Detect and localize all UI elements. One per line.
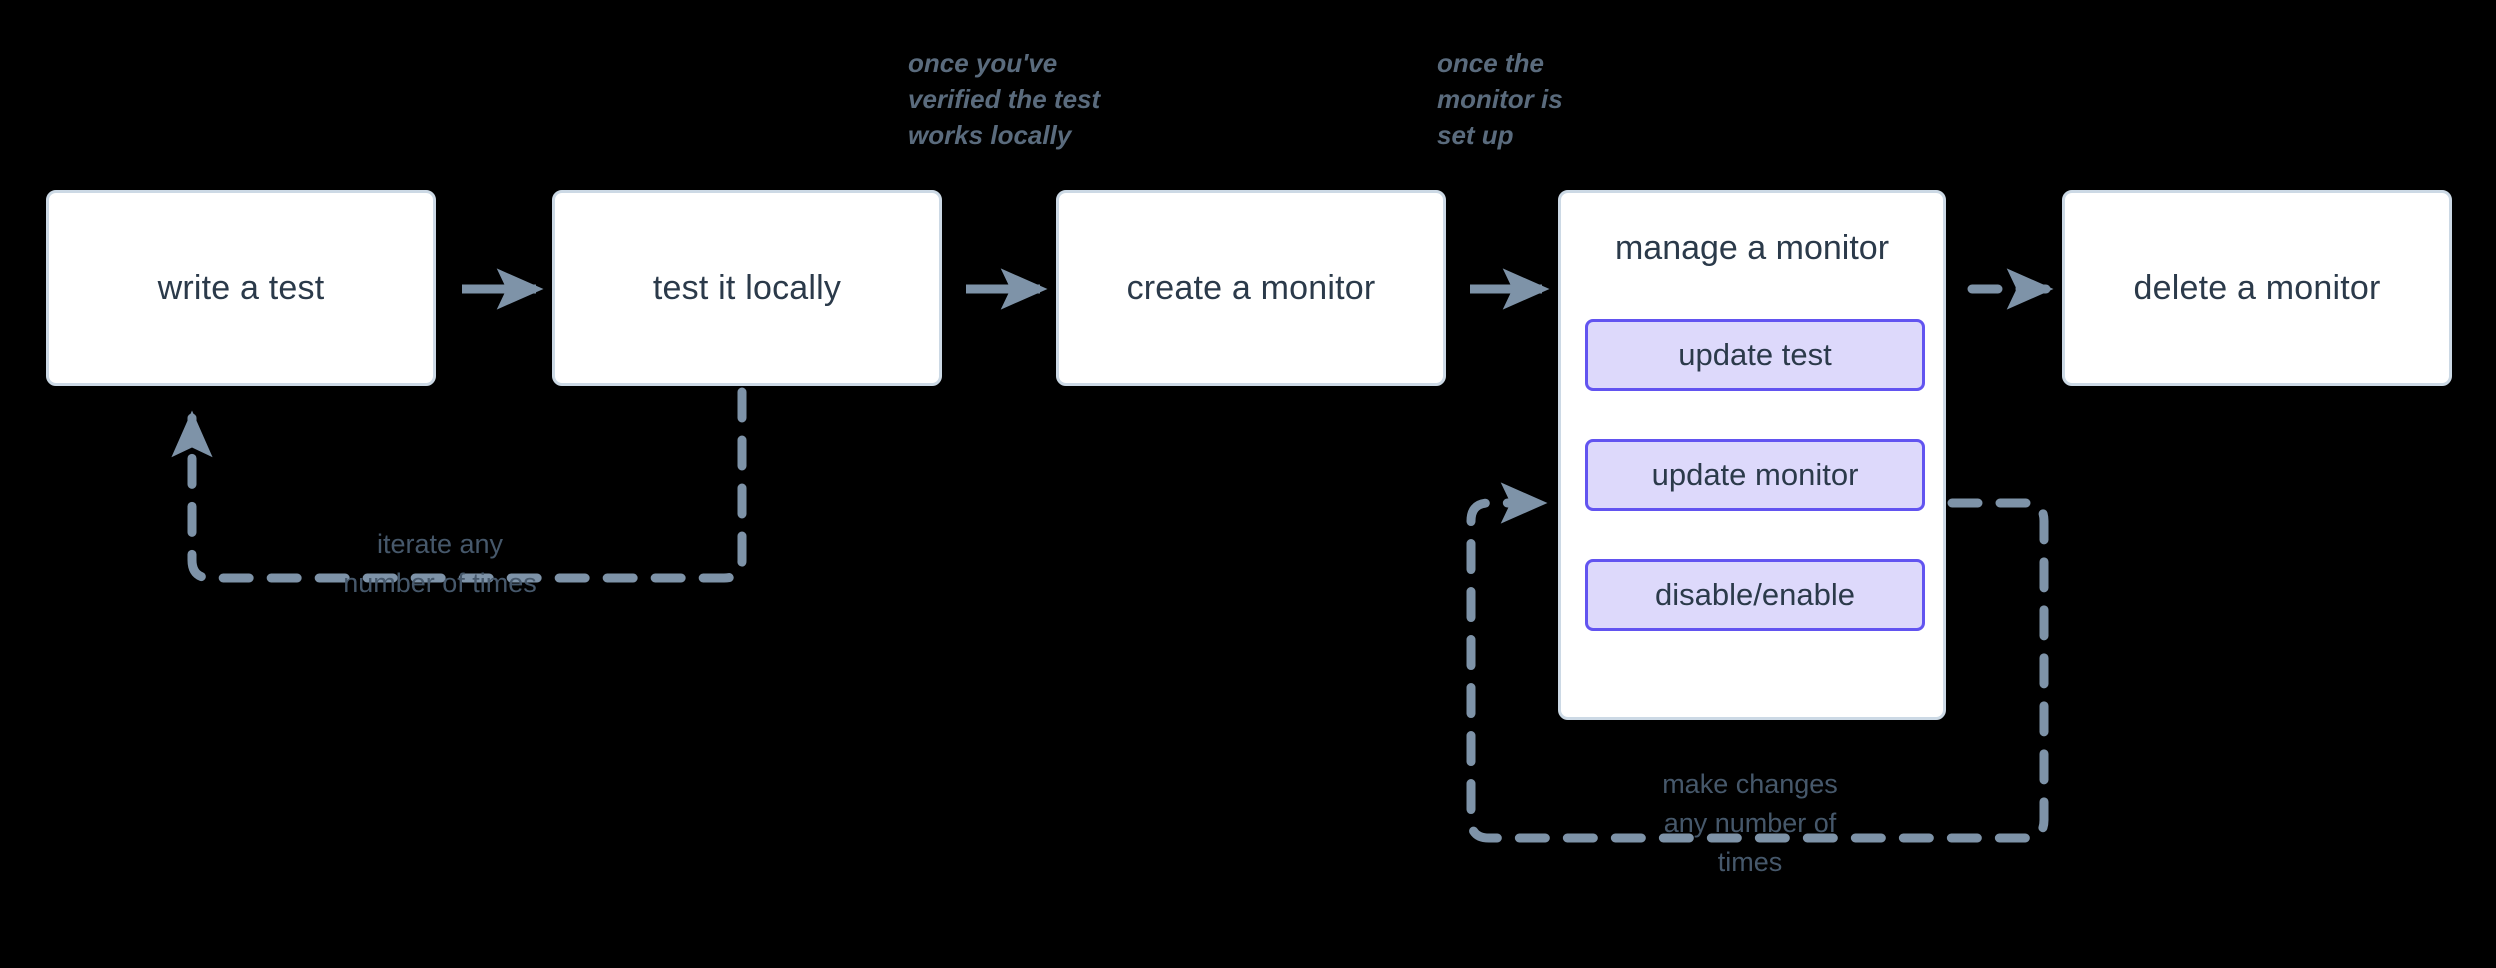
node-label: write a test [157, 268, 325, 307]
group-title: manage a monitor [1614, 228, 1890, 267]
node-test-it-locally[interactable]: test it locally [552, 190, 942, 386]
subnode-label: update test [1678, 337, 1832, 372]
node-delete-a-monitor[interactable]: delete a monitor [2062, 190, 2452, 386]
loop-label-iterate: iterate any number of times [343, 529, 537, 599]
subnode-update-monitor[interactable]: update monitor [1585, 439, 1925, 511]
annotation-once-verified: once you've verified the test works loca… [908, 48, 1101, 150]
subnode-update-test[interactable]: update test [1585, 319, 1925, 391]
node-manage-a-monitor[interactable]: manage a monitor update test update moni… [1558, 190, 1946, 720]
node-label: create a monitor [1126, 268, 1376, 307]
subnode-disable-enable[interactable]: disable/enable [1585, 559, 1925, 631]
node-write-a-test[interactable]: write a test [46, 190, 436, 386]
subnode-label: update monitor [1651, 457, 1859, 492]
node-label: test it locally [652, 268, 842, 307]
node-create-a-monitor[interactable]: create a monitor [1056, 190, 1446, 386]
subnode-label: disable/enable [1655, 577, 1855, 612]
loop-label-make-changes: make changes any number of times [1662, 769, 1838, 878]
node-label: delete a monitor [2133, 268, 2381, 307]
annotation-once-setup: once the monitor is set up [1437, 48, 1563, 150]
